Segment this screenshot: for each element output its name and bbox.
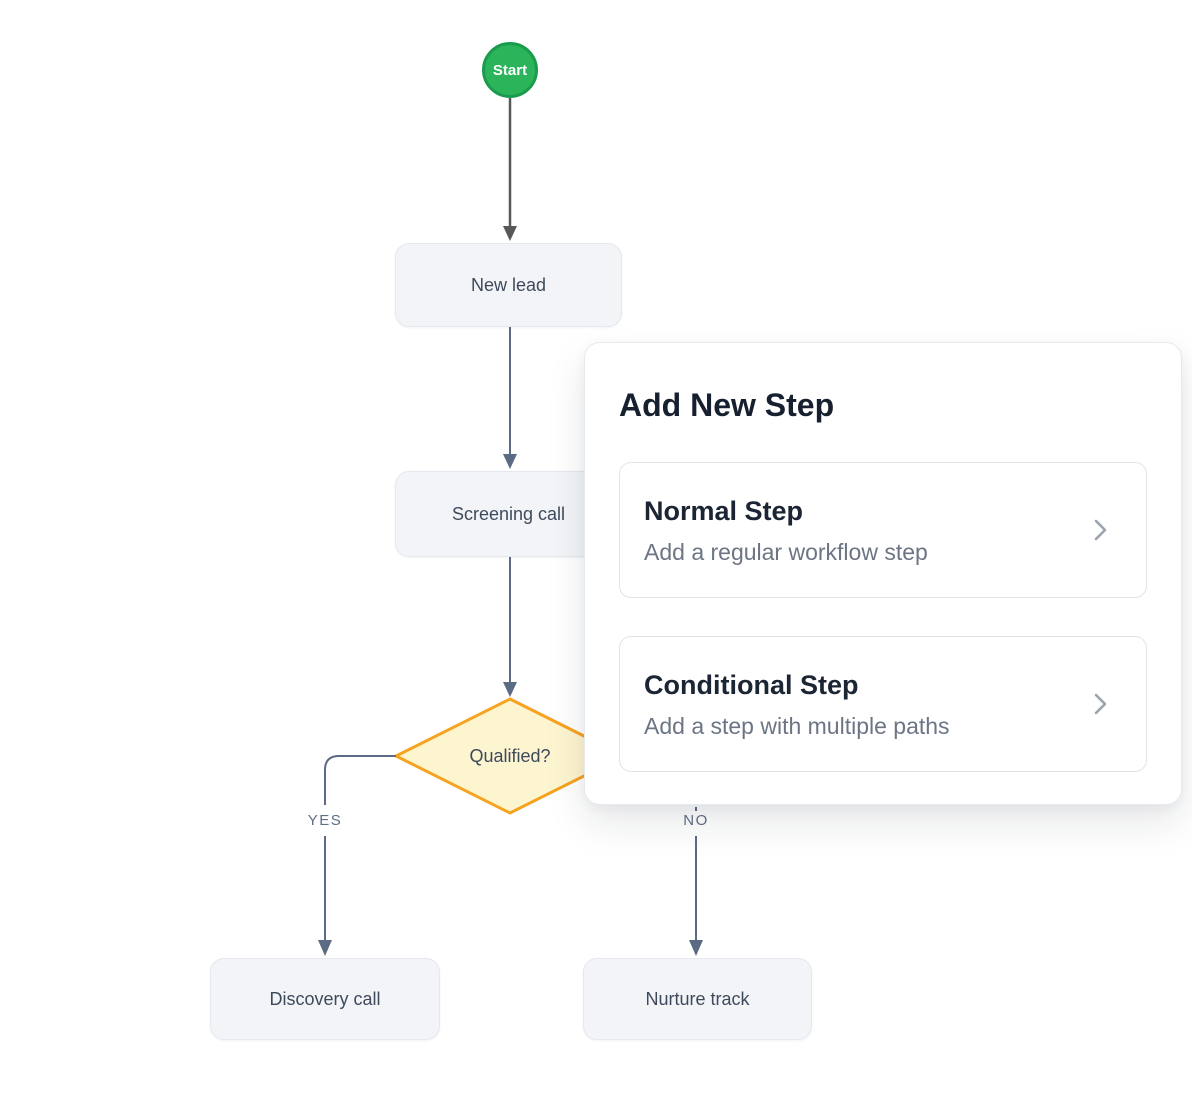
- normal-step-title: Normal Step: [644, 495, 804, 526]
- node-nurture-track-label: Nurture track: [645, 988, 750, 1009]
- start-node-label: Start: [492, 61, 528, 79]
- conditional-step-option[interactable]: Conditional Step Add a step with multipl…: [619, 636, 1147, 772]
- node-discovery-call[interactable]: Discovery call: [210, 958, 440, 1040]
- chevron-right-icon: [1092, 690, 1108, 718]
- normal-step-description: Add a regular workflow step: [644, 538, 928, 565]
- node-new-lead[interactable]: New lead: [395, 243, 622, 327]
- normal-step-option[interactable]: Normal Step Add a regular workflow step: [619, 462, 1147, 598]
- conditional-step-title: Conditional Step: [644, 669, 859, 700]
- conditional-step-description: Add a step with multiple paths: [644, 712, 950, 739]
- arrowhead-screening: [503, 454, 517, 469]
- conditional-step-text: Conditional Step Add a step with multipl…: [644, 668, 950, 741]
- modal-title: Add New Step: [619, 387, 835, 423]
- node-screening-call-label: Screening call: [451, 503, 566, 524]
- arrowhead-nurture: [689, 940, 703, 956]
- arrowhead-new-lead: [503, 226, 517, 241]
- normal-step-text: Normal Step Add a regular workflow step: [644, 494, 928, 567]
- arrowhead-qualified: [503, 682, 517, 697]
- edge-yes-upper: [324, 755, 396, 805]
- node-discovery-call-label: Discovery call: [269, 988, 381, 1009]
- arrowhead-discovery: [318, 940, 332, 956]
- edge-label-no: NO: [666, 811, 726, 831]
- start-node[interactable]: Start: [482, 42, 538, 98]
- chevron-right-icon: [1092, 516, 1108, 544]
- node-new-lead-label: New lead: [470, 274, 547, 295]
- node-nurture-track[interactable]: Nurture track: [583, 958, 812, 1040]
- add-new-step-modal: Add New Step Normal Step Add a regular w…: [584, 342, 1182, 805]
- edge-label-yes: YES: [295, 811, 355, 831]
